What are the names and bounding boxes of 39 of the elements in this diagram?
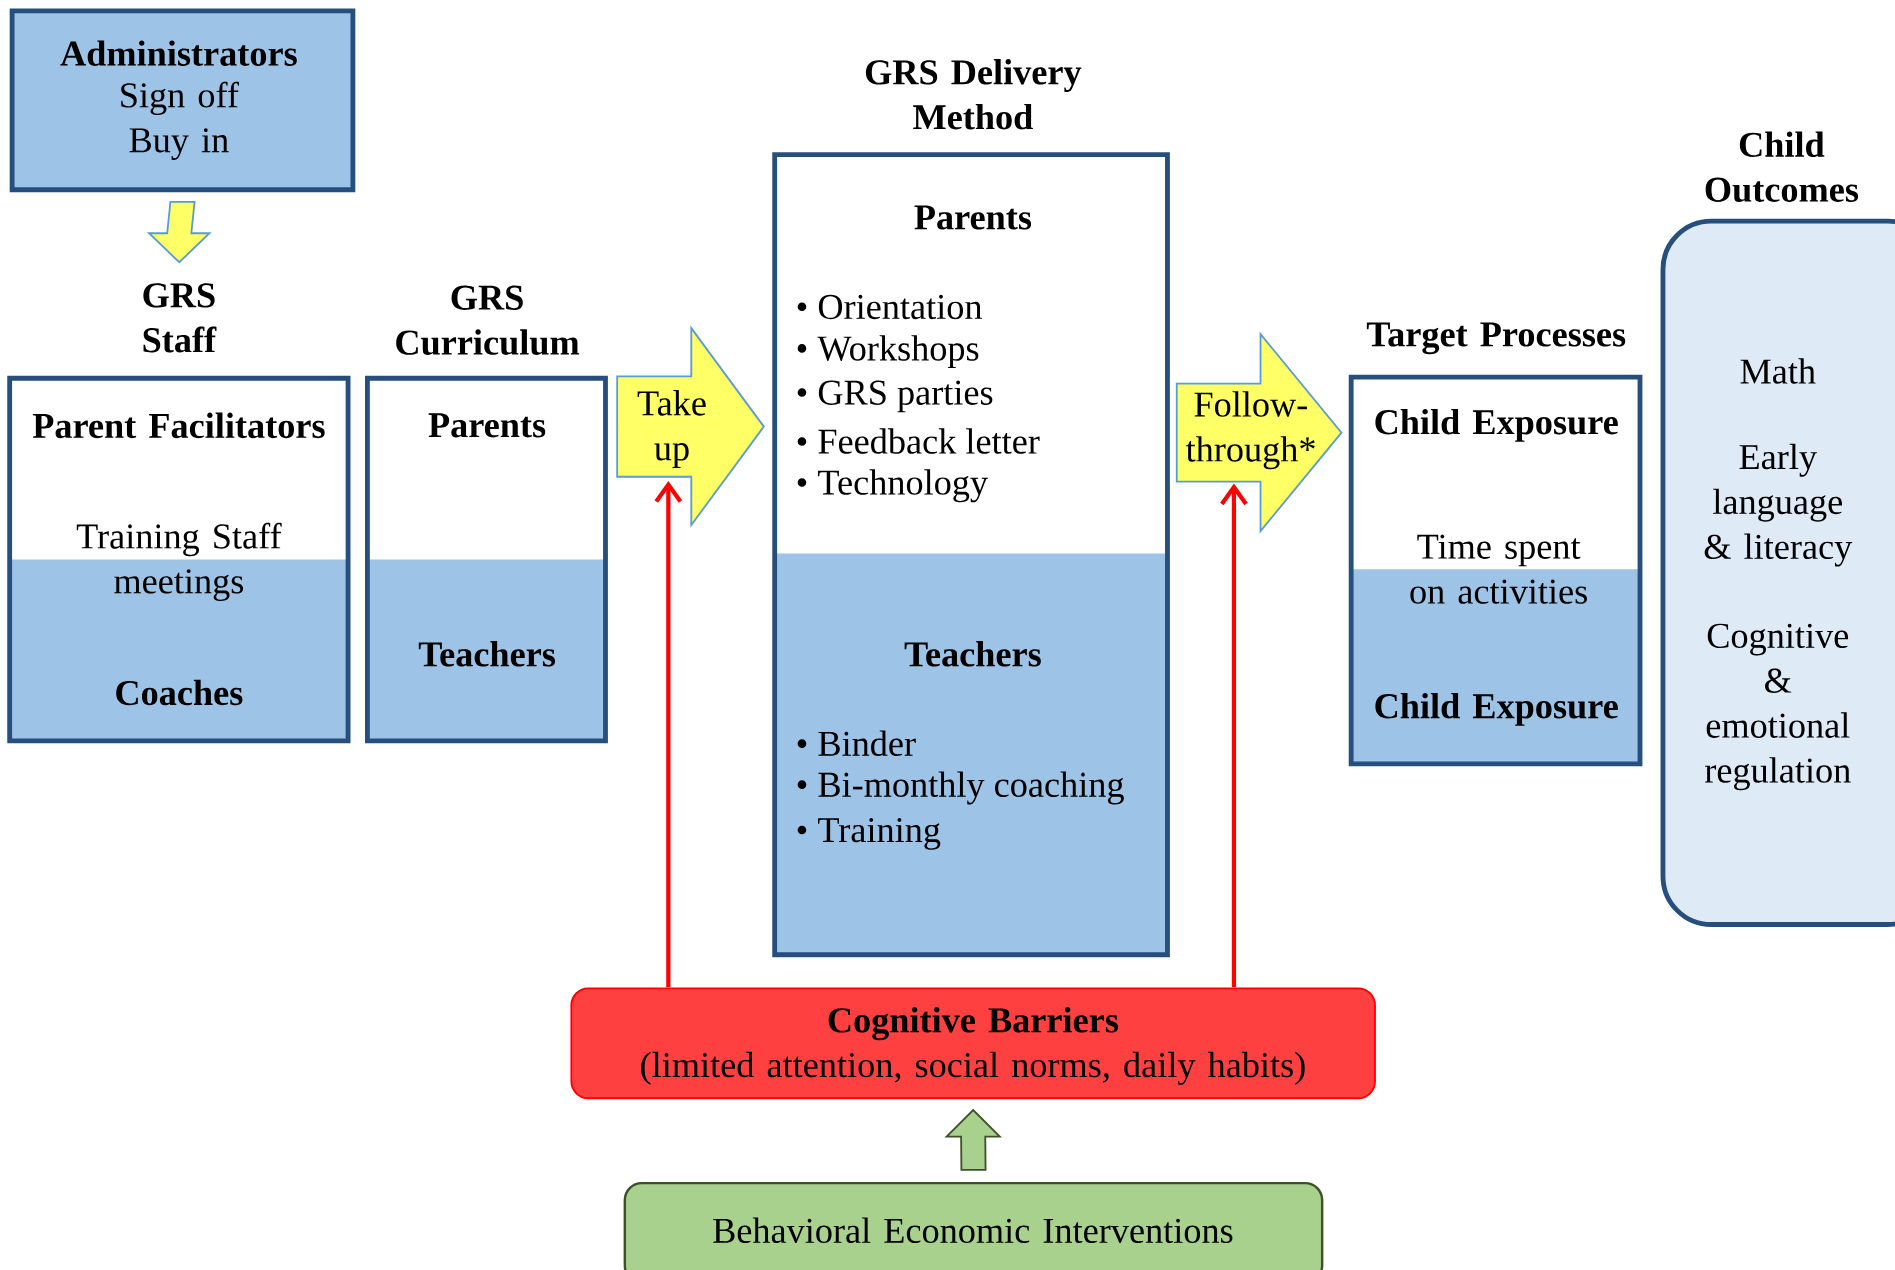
arrow — [654, 480, 683, 988]
arrow — [1220, 483, 1248, 988]
block-arrow — [944, 1108, 1002, 1171]
bullet-item: • Workshops — [797, 335, 979, 369]
label-text: Sign off Buy in — [121, 81, 239, 160]
block-arrow — [146, 200, 212, 264]
bullet-item: • GRS parties — [797, 380, 993, 413]
edge-label: Take up — [637, 390, 706, 468]
label-text: Time spent on activities — [1410, 534, 1587, 604]
label-text: GRS Staff — [143, 283, 217, 353]
label-text: Behavioral Economic Interventions — [713, 1217, 1233, 1243]
block-arrow — [616, 325, 765, 528]
label-text: Parents — [428, 413, 546, 438]
bullet-item: • Binder — [797, 730, 916, 756]
label-text: Cognitive & emotional regulation — [1705, 623, 1851, 791]
edge-label: Follow-through* — [1185, 391, 1315, 470]
label-text: Child Exposure — [1375, 408, 1618, 442]
label-text: Math — [1740, 358, 1816, 384]
label-text: Target Processes — [1366, 322, 1626, 355]
label-text: Child Exposure — [1375, 692, 1618, 726]
bullet-item: • Training — [797, 817, 941, 850]
label-text: Parent Facilitators — [32, 412, 325, 439]
label-text: Training Staff meetings — [76, 522, 282, 602]
bullet-item: • Bi-monthly coaching — [797, 771, 1124, 805]
label-text: GRS Curriculum — [396, 285, 580, 355]
label-text: Teachers — [904, 640, 1041, 667]
label-text: Child Outcomes — [1705, 131, 1859, 202]
label-text: Cognitive Barriers — [828, 1006, 1119, 1041]
bullet-item: • Technology — [797, 469, 988, 503]
label-text: Parents — [914, 205, 1032, 230]
label-text: Administrators — [60, 40, 297, 66]
label-text: (limited attention, social norms, daily habits) — [641, 1051, 1305, 1085]
block-arrow — [1175, 331, 1343, 534]
label-text: Early language & literacy — [1704, 443, 1853, 567]
label-text: Coaches — [116, 679, 243, 706]
bullet-item: • Feedback letter — [797, 428, 1040, 454]
bullet-item: • Orientation — [797, 294, 982, 320]
label-text: GRS Delivery Method — [865, 58, 1082, 130]
label-text: Teachers — [418, 640, 556, 667]
